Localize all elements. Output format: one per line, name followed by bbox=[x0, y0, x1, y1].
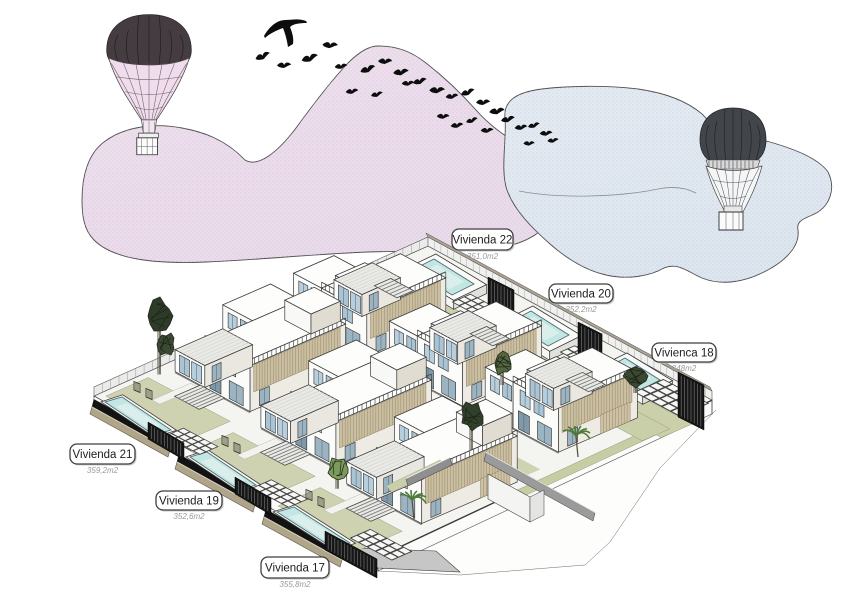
svg-text:352,6m2: 352,6m2 bbox=[173, 512, 205, 521]
svg-text:352,2m2: 352,2m2 bbox=[565, 305, 597, 314]
svg-text:Vivienda 19: Vivienda 19 bbox=[159, 496, 219, 508]
svg-text:Vivienda 21: Vivienda 21 bbox=[73, 449, 133, 461]
svg-text:359,2m2: 359,2m2 bbox=[87, 466, 119, 475]
svg-text:Vivienca 18: Vivienca 18 bbox=[654, 348, 713, 360]
svg-text:Vivienda 17: Vivienda 17 bbox=[265, 563, 325, 575]
svg-text:355,8m2: 355,8m2 bbox=[279, 580, 311, 589]
svg-text:Vivienda 20: Vivienda 20 bbox=[551, 289, 611, 301]
svg-text:351,0m2: 351,0m2 bbox=[467, 252, 499, 261]
svg-text:Vivienda 22: Vivienda 22 bbox=[453, 235, 513, 247]
svg-text:348m2: 348m2 bbox=[672, 364, 697, 373]
